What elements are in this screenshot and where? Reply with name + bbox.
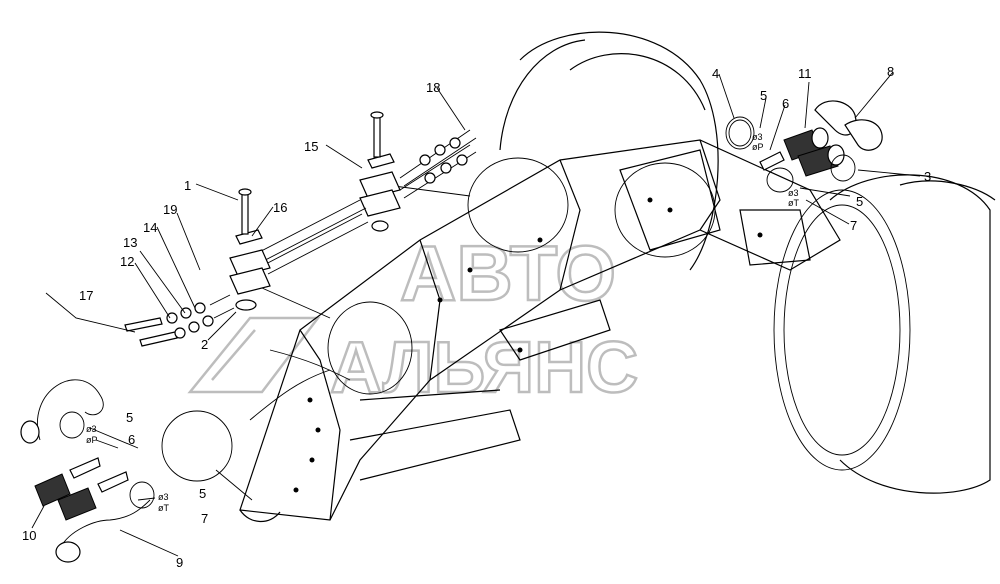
- spec-bottom-dT: øT: [158, 503, 169, 513]
- callout-5a: 5: [760, 88, 767, 103]
- callout-numbers: 1 2 3 4 5 5 5 5 6 6 7 7 8 9 10 11 12 13 …: [22, 64, 931, 570]
- spec-right-dT: øT: [788, 198, 799, 208]
- detail-circle-c: [327, 301, 413, 395]
- callout-1: 1: [184, 178, 191, 193]
- fittings-lower: [124, 294, 235, 347]
- callout-19: 19: [163, 202, 177, 217]
- callout-17: 17: [79, 288, 93, 303]
- callout-7a: 7: [850, 218, 857, 233]
- leader-circle-a: [393, 185, 471, 197]
- coupler-group-lower: [20, 379, 155, 563]
- fittings-18: [419, 137, 468, 184]
- callout-2: 2: [201, 337, 208, 352]
- callout-9: 9: [176, 555, 183, 570]
- watermark-logo-mark: [187, 316, 321, 394]
- spec-left-dP: øP: [86, 435, 98, 445]
- callout-4: 4: [712, 66, 719, 81]
- callout-6b: 6: [128, 432, 135, 447]
- callout-10: 10: [22, 528, 36, 543]
- detail-circle-b: [614, 162, 716, 258]
- callout-11: 11: [798, 66, 812, 81]
- spec-labels: ø3 øP ø3 øT ø3 øP ø3 øT: [86, 132, 799, 513]
- spec-upper-dP: øP: [752, 142, 764, 152]
- callout-18: 18: [426, 80, 440, 95]
- hose-clamp-upper: [359, 111, 401, 232]
- leader-circle-c: [261, 287, 331, 319]
- watermark-line1: АВТО: [400, 229, 616, 317]
- spec-right-d3: ø3: [788, 188, 799, 198]
- spec-left-d3: ø3: [86, 424, 97, 434]
- leader-lines: [31, 71, 921, 557]
- callout-5d: 5: [199, 486, 206, 501]
- watermark-line2: АЛЬЯНС: [330, 328, 638, 408]
- spec-upper-d3: ø3: [752, 132, 763, 142]
- hose-clamp-lower: [229, 188, 271, 311]
- callout-12: 12: [120, 254, 134, 269]
- callout-5b: 5: [856, 194, 863, 209]
- detail-circle-a: [467, 157, 569, 253]
- callout-16: 16: [273, 200, 287, 215]
- callout-5c: 5: [126, 410, 133, 425]
- callout-7b: 7: [201, 511, 208, 526]
- watermark: АВТО АЛЬЯНС: [187, 228, 639, 409]
- coupler-group-upper: [725, 100, 883, 193]
- spec-bottom-d3: ø3: [158, 492, 169, 502]
- callout-8: 8: [887, 64, 894, 79]
- callout-6a: 6: [782, 96, 789, 111]
- leader-circle-d: [215, 469, 253, 501]
- callout-13: 13: [123, 235, 137, 250]
- callout-15: 15: [304, 139, 318, 154]
- rear-tyre-upper: [499, 31, 719, 271]
- detail-circle-d: [161, 410, 233, 482]
- frame-rivets: [293, 197, 763, 493]
- callout-3: 3: [924, 169, 931, 184]
- callout-14: 14: [143, 220, 157, 235]
- rear-tyre-lower: [773, 174, 996, 494]
